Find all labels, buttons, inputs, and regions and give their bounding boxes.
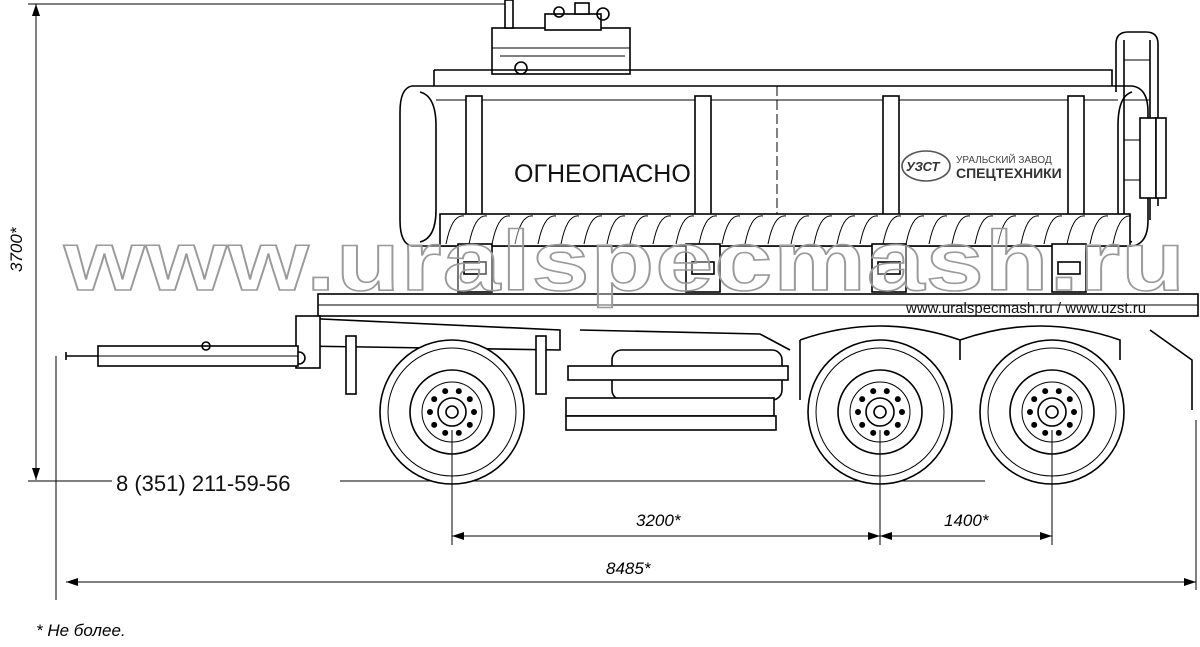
trailer-frame: [292, 293, 1199, 431]
walkway-rib: [997, 215, 1017, 245]
walkway-rib: [445, 215, 465, 245]
drawbar: [55, 341, 299, 600]
logo-line2: СПЕЦТЕХНИКИ: [956, 165, 1062, 181]
walkway-rib: [698, 215, 718, 245]
walkway-rib: [859, 215, 879, 245]
watermark-text: www.uralspecmash.ru: [63, 214, 1186, 308]
walkway-rib: [928, 215, 948, 245]
tank-warning-label: ОГНЕОПАСНО: [514, 160, 691, 188]
wheel: [979, 339, 1125, 485]
manufacturer-logo: УЗСТ УРАЛЬСКИЙ ЗАВОД СПЕЦТЕХНИКИ: [901, 150, 1062, 182]
walkway-rib: [675, 215, 695, 245]
walkway-rib: [905, 215, 925, 245]
walkway-rib: [767, 215, 787, 245]
total-length-label: 8485*: [606, 559, 652, 578]
walkway-rib: [836, 215, 856, 245]
walkway-rib: [560, 215, 580, 245]
wheelbase-label: 3200*: [636, 511, 682, 530]
tank-dome: [491, 0, 631, 75]
wheelbase-dimension: 3200*: [451, 430, 1053, 545]
walkway-rib: [813, 215, 833, 245]
walkway-rib: [882, 215, 902, 245]
walkway-rib: [652, 215, 672, 245]
axle-spacing-dimension: 1400*: [880, 511, 1052, 540]
walkway-rib: [721, 215, 741, 245]
height-dimension-label: 3700*: [7, 226, 26, 272]
walkway-rib: [1066, 215, 1086, 245]
walkway-band: [439, 213, 1132, 247]
tank-body: ОГНЕОПАСНО: [399, 69, 1149, 247]
axle-spacing-label: 1400*: [944, 511, 990, 530]
rear-ladder: [1115, 31, 1167, 220]
walkway-rib: [606, 215, 626, 245]
phone-number: 8 (351) 211-59-56: [116, 471, 291, 496]
logo-line1: УРАЛЬСКИЙ ЗАВОД: [956, 153, 1052, 166]
walkway-rib: [583, 215, 603, 245]
wheels: [379, 339, 1125, 485]
walkway-rib: [951, 215, 971, 245]
walkway-rib: [790, 215, 810, 245]
walkway-rib: [974, 215, 994, 245]
site-urls: www.uralspecmash.ru / www.uzst.ru: [905, 300, 1146, 317]
tank-mounts: [457, 243, 1087, 293]
walkway-rib: [1043, 215, 1063, 245]
total-length-dimension: 8485*: [66, 420, 1197, 590]
walkway-rib: [1020, 215, 1040, 245]
logo-mark: УЗСТ: [906, 159, 941, 174]
walkway-rib: [537, 215, 557, 245]
footnote: * Не более.: [36, 621, 126, 640]
walkway-rib: [491, 215, 511, 245]
walkway-rib: [629, 215, 649, 245]
walkway-rib: [514, 215, 534, 245]
walkway-rib: [744, 215, 764, 245]
walkway-rib: [1089, 215, 1109, 245]
walkway-rib: [1112, 215, 1132, 245]
walkway-rib: [468, 215, 488, 245]
